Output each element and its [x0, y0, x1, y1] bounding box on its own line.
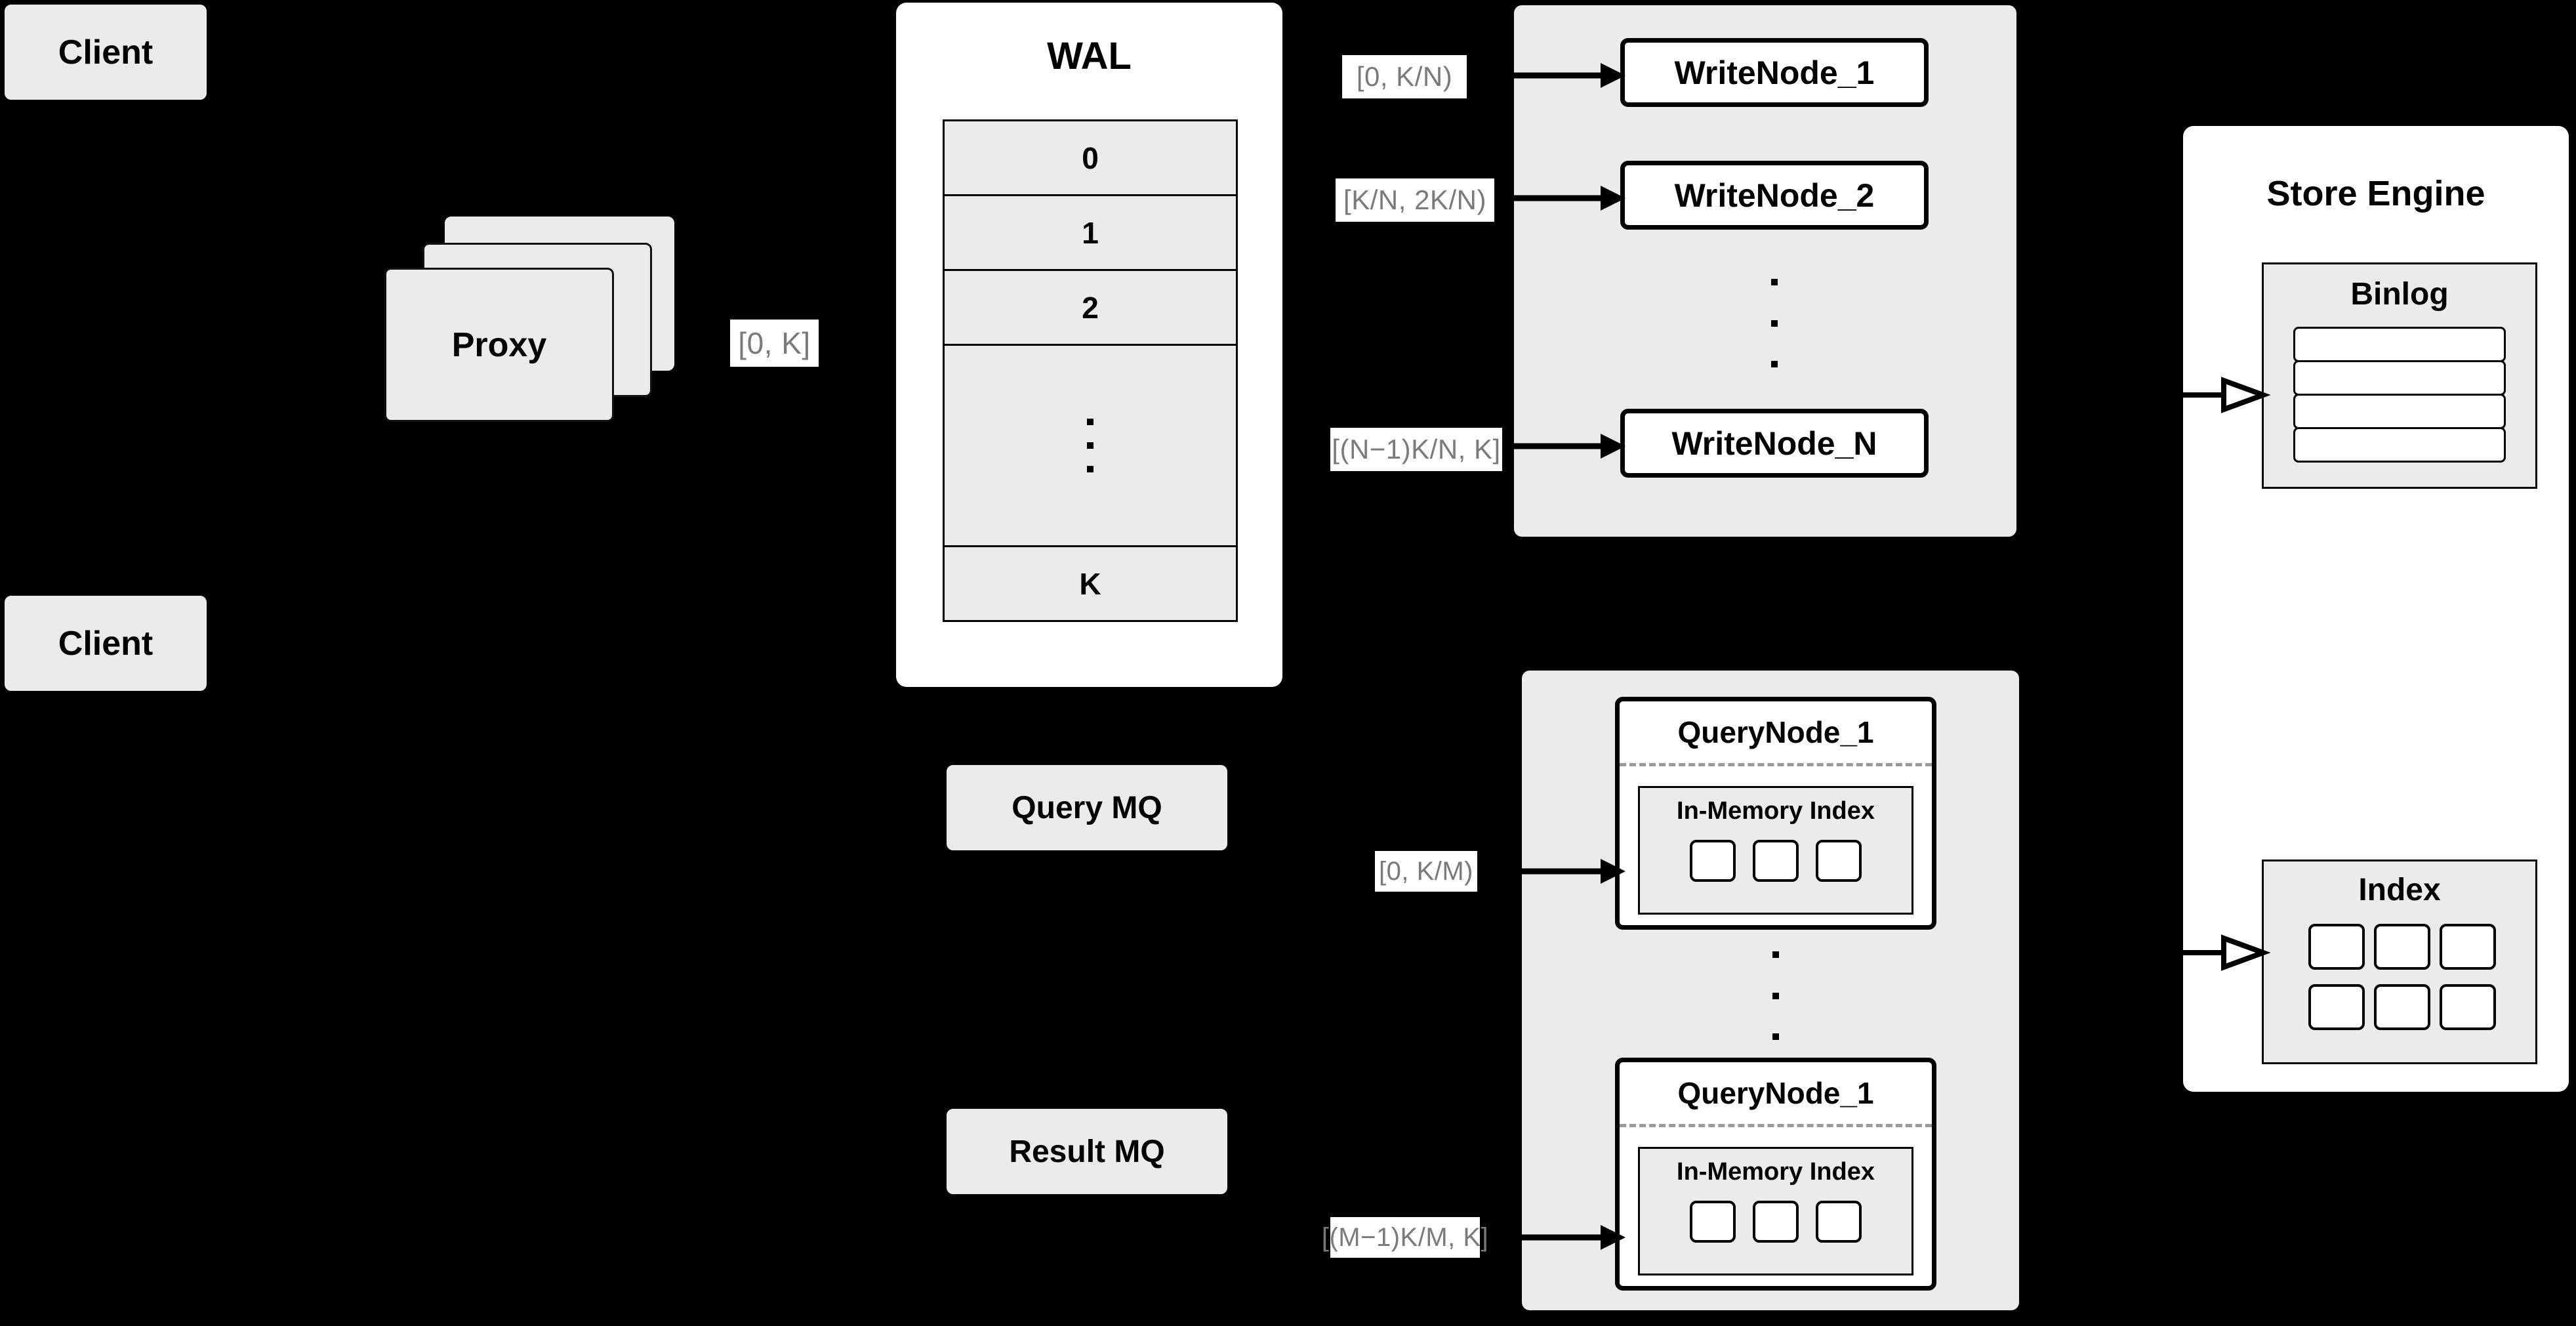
ellipsis-dot-icon: [1772, 992, 1779, 999]
write-node-n-range-chip: [(N−1)K/N, K]: [1330, 428, 1502, 471]
wal-row-label: 0: [1082, 140, 1099, 175]
binlog-row: [2293, 427, 2506, 463]
query-node-range-label: [(M−1)K/M, K]: [1321, 1222, 1489, 1252]
write-cluster-ellipsis: [1770, 279, 1779, 367]
query-node-2[interactable]: QueryNode_1 In-Memory Index: [1615, 1058, 1936, 1291]
ellipsis-dot-icon: [1771, 320, 1778, 327]
binlog-row: [2293, 327, 2506, 362]
write-node-n[interactable]: WriteNode_N: [1620, 409, 1929, 478]
ellipsis-dot-icon: [1772, 951, 1779, 958]
wal-row-2: 2: [945, 271, 1236, 346]
in-memory-index-2: In-Memory Index: [1638, 1147, 1913, 1275]
wal-table: 0 1 2 K: [943, 119, 1238, 622]
write-node-n-arrow: [1509, 434, 1625, 459]
wal-row-label: 1: [1082, 215, 1099, 250]
index-container: Index: [2262, 860, 2537, 1064]
in-memory-index-1: In-Memory Index: [1638, 786, 1913, 915]
ellipsis-dot-icon: [1771, 361, 1778, 367]
query-cluster-ellipsis: [1771, 951, 1780, 1040]
query-node-label: QueryNode_1: [1677, 1076, 1874, 1110]
query-node-separator: [1620, 763, 1932, 766]
write-node-range-label: [(N−1)K/N, K]: [1332, 434, 1501, 465]
wal-row-label: K: [1079, 566, 1101, 601]
index-cell: [1753, 1201, 1799, 1243]
write-node-label: WriteNode_2: [1674, 176, 1875, 214]
client-label: Client: [58, 33, 153, 72]
client-label: Client: [58, 624, 153, 663]
query-mq-label: Query MQ: [1012, 790, 1162, 825]
wal-row-0: 0: [945, 121, 1236, 196]
store-engine-title: Store Engine: [2266, 174, 2485, 213]
result-mq-box[interactable]: Result MQ: [947, 1109, 1227, 1194]
proxy-box[interactable]: Proxy: [384, 268, 614, 422]
proxy-range-chip: [0, K]: [730, 320, 819, 367]
write-node-1-arrow: [1509, 63, 1625, 88]
wal-title: WAL: [1047, 35, 1132, 77]
in-memory-index-title: In-Memory Index: [1677, 797, 1875, 825]
write-node-range-label: [K/N, 2K/N): [1343, 184, 1486, 215]
write-node-1-range-chip: [0, K/N): [1342, 55, 1467, 98]
index-cell: [2440, 924, 2496, 970]
index-cell: [2374, 984, 2430, 1030]
client-box-1[interactable]: Client: [5, 5, 207, 100]
index-cell: [1690, 840, 1736, 882]
write-node-label: WriteNode_N: [1671, 425, 1877, 462]
query-node-separator: [1620, 1124, 1932, 1127]
write-node-2-arrow: [1509, 186, 1625, 211]
binlog-title: Binlog: [2350, 277, 2449, 312]
query-node-label: QueryNode_1: [1677, 715, 1874, 749]
index-cell: [2440, 984, 2496, 1030]
query-node-1-range-chip: [0, K/M): [1375, 851, 1477, 892]
query-node-range-label: [0, K/M): [1378, 856, 1474, 886]
wal-row-k: K: [945, 547, 1236, 621]
index-cell: [2308, 924, 2365, 970]
write-node-label: WriteNode_1: [1674, 54, 1875, 91]
binlog-row: [2293, 360, 2506, 396]
write-node-2[interactable]: WriteNode_2: [1620, 161, 1929, 230]
index-cell: [1753, 840, 1799, 882]
result-mq-label: Result MQ: [1009, 1134, 1165, 1169]
binlog-inflow-arrow: [2180, 377, 2271, 413]
ellipsis-dot-icon: [1771, 279, 1778, 285]
query-mq-box[interactable]: Query MQ: [947, 765, 1227, 850]
index-inflow-arrow: [2180, 934, 2271, 971]
index-cell: [2308, 984, 2365, 1030]
index-title: Index: [2358, 873, 2441, 907]
ellipsis-dot-icon: [1087, 419, 1094, 426]
query-node-2-range-chip: [(M−1)K/M, K]: [1322, 1217, 1488, 1258]
index-cell: [1816, 840, 1862, 882]
query-node-1[interactable]: QueryNode_1 In-Memory Index: [1615, 697, 1936, 930]
write-node-range-label: [0, K/N): [1356, 61, 1453, 92]
query-node-2-arrow: [1522, 1225, 1625, 1250]
binlog-container: Binlog: [2262, 262, 2537, 489]
wal-row-label: 2: [1082, 290, 1099, 325]
index-cell: [2374, 924, 2430, 970]
write-node-1[interactable]: WriteNode_1: [1620, 38, 1929, 107]
query-node-1-arrow: [1522, 859, 1625, 884]
in-memory-index-title: In-Memory Index: [1677, 1158, 1875, 1186]
proxy-label: Proxy: [451, 325, 547, 364]
client-box-2[interactable]: Client: [5, 596, 207, 691]
write-node-2-range-chip: [K/N, 2K/N): [1336, 178, 1494, 222]
wal-row-1: 1: [945, 196, 1236, 271]
index-cell: [1816, 1201, 1862, 1243]
ellipsis-dot-icon: [1087, 442, 1094, 449]
ellipsis-dot-icon: [1087, 466, 1094, 473]
ellipsis-dot-icon: [1772, 1033, 1779, 1040]
index-cell: [1690, 1201, 1736, 1243]
binlog-row: [2293, 394, 2506, 429]
proxy-range-label: [0, K]: [738, 326, 811, 360]
wal-row-ellipsis: [945, 346, 1236, 548]
